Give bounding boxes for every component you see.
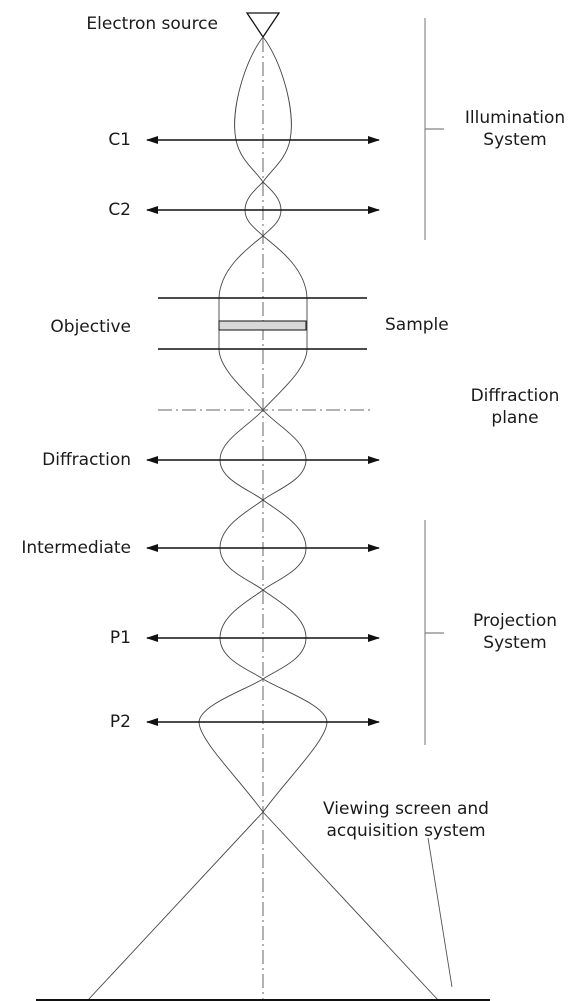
label-viewing-line-2: acquisition system: [326, 821, 486, 841]
label-viewing-line-1: Viewing screen and: [323, 799, 489, 819]
label-illumination-line-1: Illumination: [464, 108, 566, 128]
label-diffraction-plane-line-2: plane: [491, 408, 539, 428]
label-electron-source: Electron source: [86, 14, 218, 34]
label-diffraction-lens: Diffraction: [42, 450, 131, 470]
label-intermediate: Intermediate: [21, 538, 131, 558]
label-c1: C1: [108, 130, 131, 150]
label-diffraction-plane-line-1: Diffraction: [470, 386, 560, 406]
label-viewing-screen: Viewing screen and acquisition system: [306, 798, 506, 842]
label-p2: P2: [109, 712, 131, 732]
label-sample: Sample: [385, 315, 449, 335]
label-objective: Objective: [50, 317, 131, 337]
label-projection-line-1: Projection: [472, 611, 558, 631]
label-projection-system: Projection System: [455, 610, 575, 654]
electron-source-icon: [245, 12, 281, 39]
label-p1: P1: [109, 628, 131, 648]
viewing-leader-line: [427, 837, 453, 988]
label-illumination-system: Illumination System: [455, 107, 575, 151]
label-illumination-line-2: System: [483, 130, 547, 150]
sample-rect: [218, 320, 307, 331]
label-projection-line-2: System: [483, 633, 547, 653]
label-diffraction-plane: Diffraction plane: [455, 385, 575, 429]
label-c2: C2: [108, 200, 131, 220]
